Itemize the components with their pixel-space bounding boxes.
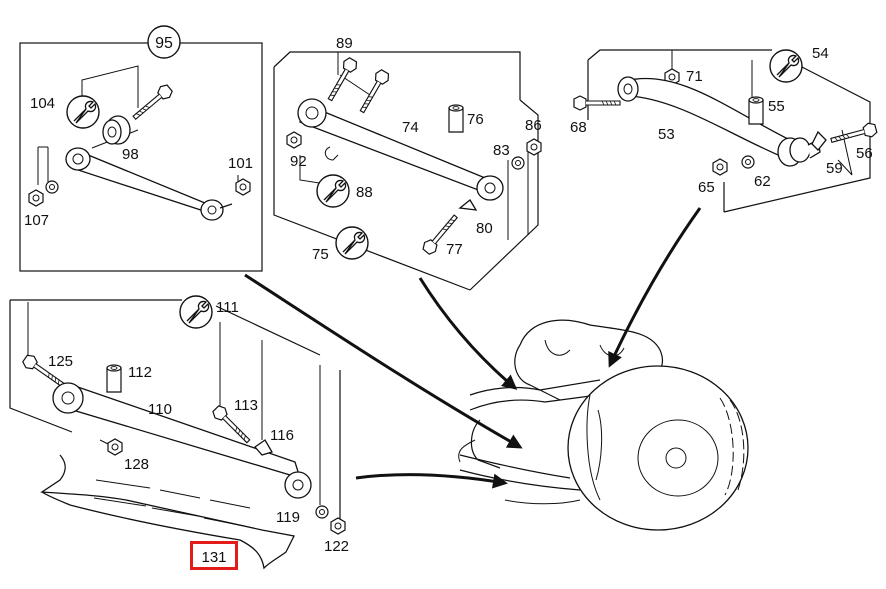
label-104: 104	[30, 95, 55, 112]
pointer-arrows	[244, 207, 702, 489]
label-86: 86	[525, 117, 542, 134]
label-68: 68	[570, 119, 587, 136]
label-112: 112	[128, 364, 152, 381]
label-75: 75	[312, 246, 329, 263]
bushing-98	[102, 115, 131, 145]
label-119: 119	[276, 509, 300, 526]
control-arm-74	[297, 98, 504, 201]
wrench-icon	[179, 295, 213, 329]
wrench-icon	[66, 95, 100, 129]
label-65: 65	[698, 179, 715, 196]
label-55: 55	[768, 98, 785, 115]
label-62: 62	[754, 173, 771, 190]
group-110: 125 112 111 110 113 116 128 119 122 131	[9, 295, 349, 570]
label-74: 74	[402, 119, 419, 136]
label-107: 107	[24, 212, 49, 229]
label-80: 80	[476, 220, 493, 237]
label-128: 128	[124, 456, 149, 473]
label-56: 56	[856, 145, 873, 162]
group-95-frame	[19, 42, 263, 272]
control-arm-95	[65, 147, 233, 221]
label-92: 92	[290, 153, 307, 170]
label-54: 54	[812, 45, 829, 62]
label-98: 98	[122, 146, 139, 163]
label-53: 53	[658, 126, 675, 143]
label-116: 116	[270, 427, 294, 444]
label-77: 77	[446, 241, 463, 258]
label-131: 131	[201, 549, 226, 566]
label-88: 88	[356, 184, 373, 201]
label-89: 89	[336, 35, 353, 52]
wrench-icon	[316, 174, 350, 208]
label-59: 59	[826, 160, 843, 177]
label-113: 113	[234, 397, 258, 414]
highlight-box-131	[190, 541, 238, 570]
label-110: 110	[148, 401, 172, 418]
label-122: 122	[324, 538, 349, 555]
label-101: 101	[228, 155, 253, 172]
label-83: 83	[493, 142, 510, 159]
label-125: 125	[48, 353, 73, 370]
group-53: 54 71 68 55 53 56 59 62 65	[570, 45, 879, 213]
control-arm-110	[52, 382, 312, 499]
label-111: 111	[216, 299, 239, 316]
group-95: 95 104 98 101 107	[19, 25, 263, 272]
wrench-icon	[335, 226, 369, 260]
rear-axle-assembly	[458, 319, 749, 531]
brake-disc	[567, 365, 749, 531]
cover-plate-131	[40, 454, 295, 570]
group-95-badge	[147, 25, 181, 59]
label-71: 71	[686, 68, 703, 85]
control-arm-53	[617, 76, 821, 167]
label-76: 76	[467, 111, 484, 128]
group-74: 89 74 76 86 83 92 88 80 77 75	[273, 35, 542, 291]
group-95-label: 95	[155, 35, 173, 52]
wrench-icon	[769, 49, 803, 83]
